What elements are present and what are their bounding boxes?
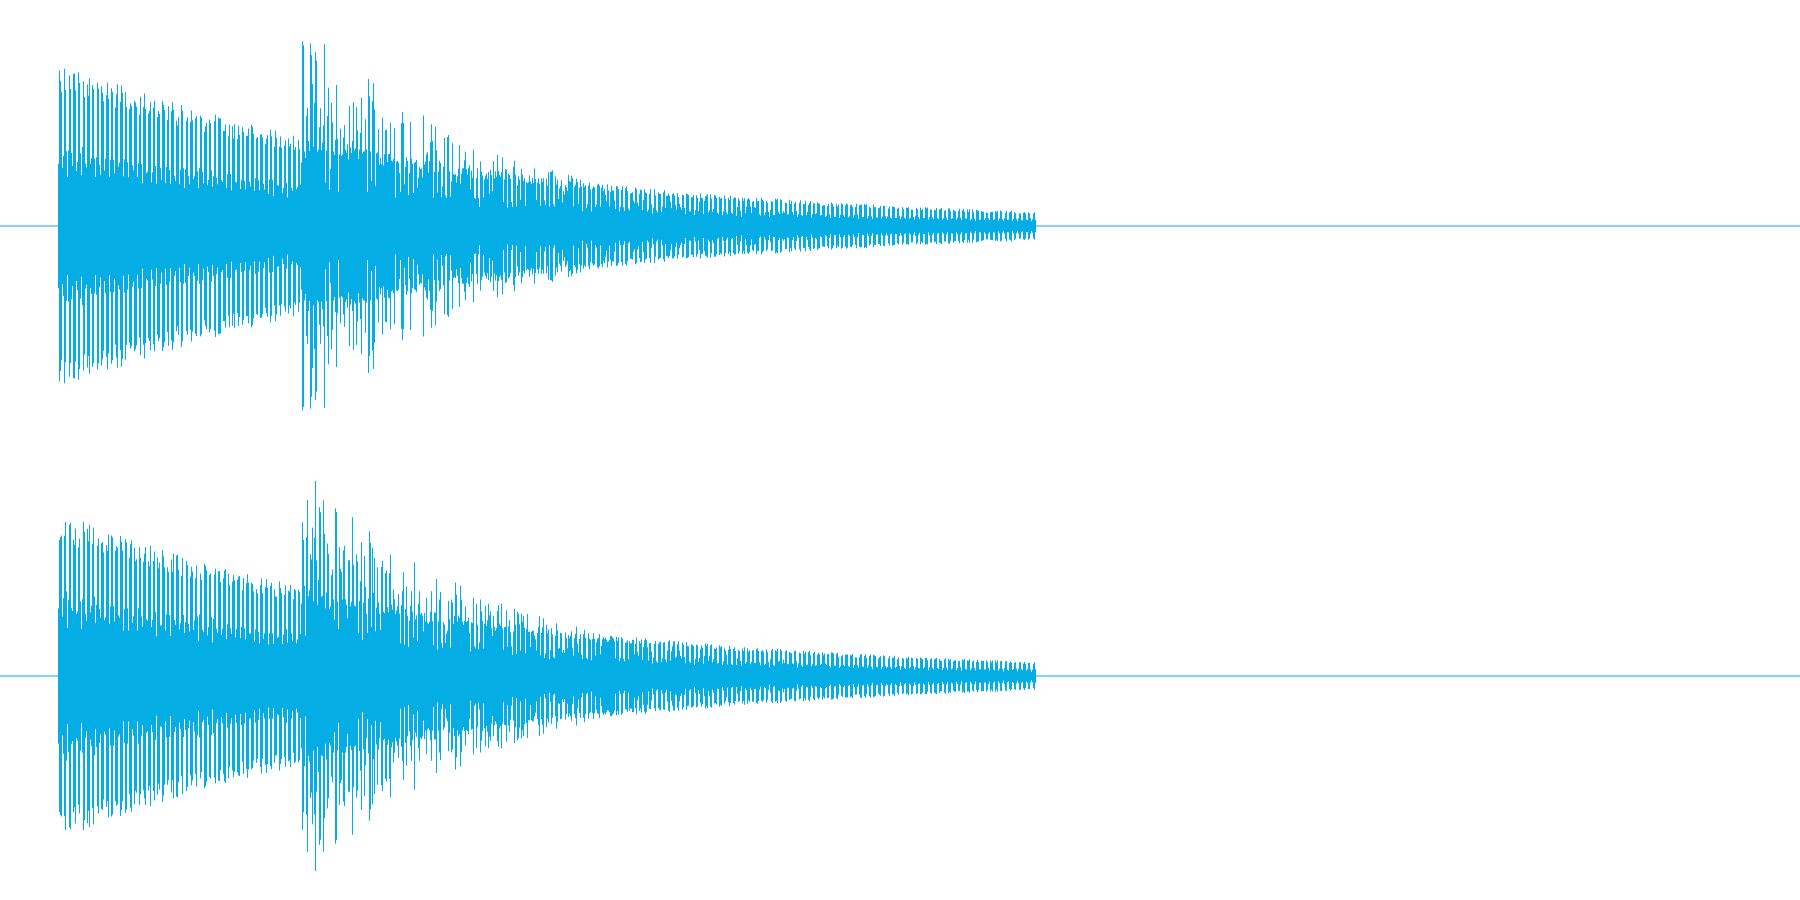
channel-2-waveform[interactable] xyxy=(0,480,1800,872)
channel-1-waveform-path xyxy=(58,41,1036,411)
channel-1-waveform[interactable] xyxy=(0,41,1800,411)
channel-2-waveform-path xyxy=(58,480,1036,872)
